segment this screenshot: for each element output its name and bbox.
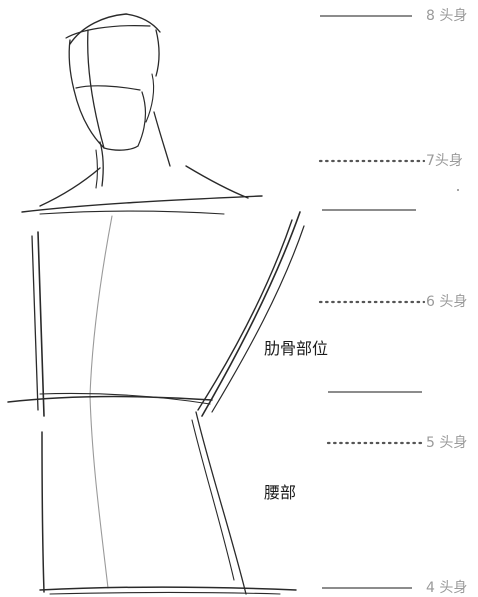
head-label-8: 8 头身 (426, 8, 468, 24)
neck-sketch (95, 111, 171, 189)
head-label-6: 6 头身 (426, 294, 468, 310)
right-arm-sketch (191, 211, 305, 595)
head-sketch (65, 13, 161, 151)
head-label-5: 5 头身 (426, 435, 468, 451)
waist-region-label: 腰部 (264, 483, 297, 502)
waist-line-sketch (39, 586, 297, 595)
center-line-sketch (89, 215, 113, 589)
head-label-4: 4 头身 (426, 580, 468, 596)
head-unit-guides (318, 15, 426, 589)
left-torso-sketch (31, 231, 45, 593)
rib-line-sketch (7, 392, 213, 405)
figure-sketch (7, 13, 459, 595)
head-label-7: 7头身 (426, 153, 463, 169)
shoulder-sketch (21, 165, 263, 215)
speck-mark (457, 189, 459, 191)
rib-region-label: 肋骨部位 (264, 339, 329, 358)
